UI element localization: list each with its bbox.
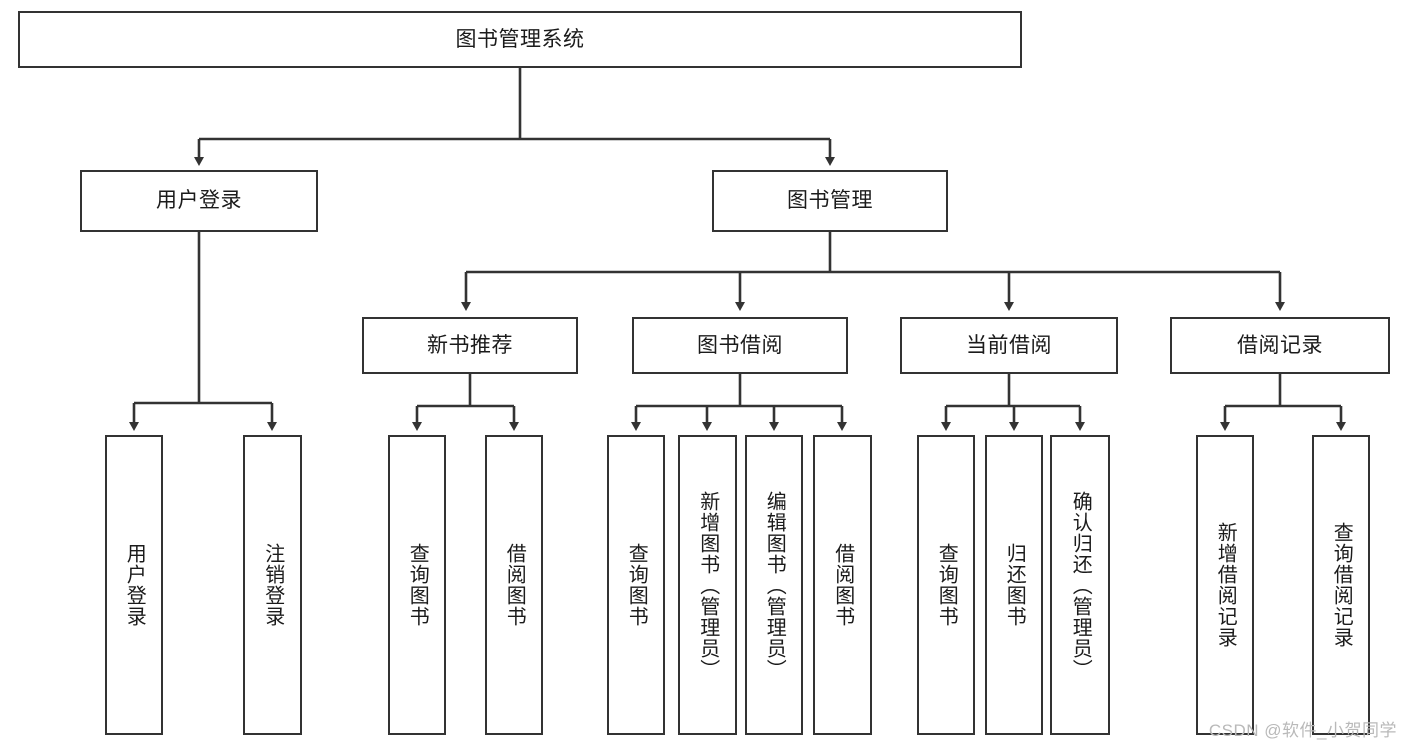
leaf-edit-book-admin[interactable]: 编辑图书（管理员） (745, 435, 803, 735)
leaf-add-borrow-record[interactable]: 新增借阅记录 (1196, 435, 1254, 735)
leaf-borrow-book-recommend-label: 借阅图书 (503, 543, 526, 627)
node-root-label: 图书管理系统 (455, 27, 585, 51)
leaf-user-login[interactable]: 用户登录 (105, 435, 163, 735)
csdn-watermark: CSDN @软件_小贺同学 (1208, 721, 1397, 740)
leaf-borrow-book[interactable]: 借阅图书 (813, 435, 872, 735)
leaf-query-book-recommend-label: 查询图书 (406, 543, 429, 627)
leaf-query-borrow-record-label: 查询借阅记录 (1330, 522, 1353, 648)
leaf-confirm-return-admin[interactable]: 确认归还（管理员） (1050, 435, 1110, 735)
leaf-logout-label: 注销登录 (261, 543, 284, 627)
leaf-add-book-admin[interactable]: 新增图书（管理员） (678, 435, 737, 735)
leaf-confirm-return-admin-label: 确认归还（管理员） (1069, 490, 1092, 680)
node-book-management-label: 图书管理 (787, 189, 873, 213)
node-borrow-record[interactable]: 借阅记录 (1170, 317, 1390, 374)
node-user-login-label: 用户登录 (156, 189, 242, 213)
leaf-borrow-book-recommend[interactable]: 借阅图书 (485, 435, 543, 735)
leaf-query-borrow-record[interactable]: 查询借阅记录 (1312, 435, 1370, 735)
node-current-borrow-label: 当前借阅 (966, 333, 1052, 357)
node-root[interactable]: 图书管理系统 (18, 11, 1022, 68)
node-book-borrow[interactable]: 图书借阅 (632, 317, 848, 374)
node-new-book-recommend-label: 新书推荐 (427, 333, 513, 357)
leaf-borrow-book-label: 借阅图书 (831, 543, 854, 627)
node-book-borrow-label: 图书借阅 (697, 333, 783, 357)
leaf-add-borrow-record-label: 新增借阅记录 (1214, 522, 1237, 648)
leaf-query-book-recommend[interactable]: 查询图书 (388, 435, 446, 735)
leaf-query-book-borrow[interactable]: 查询图书 (607, 435, 665, 735)
node-borrow-record-label: 借阅记录 (1237, 333, 1323, 357)
node-book-management[interactable]: 图书管理 (712, 170, 948, 232)
leaf-return-book-label: 归还图书 (1003, 543, 1026, 627)
leaf-query-book-current[interactable]: 查询图书 (917, 435, 975, 735)
leaf-query-book-borrow-label: 查询图书 (625, 543, 648, 627)
leaf-edit-book-admin-label: 编辑图书（管理员） (763, 490, 786, 680)
leaf-return-book[interactable]: 归还图书 (985, 435, 1043, 735)
leaf-logout[interactable]: 注销登录 (243, 435, 302, 735)
leaf-add-book-admin-label: 新增图书（管理员） (696, 490, 719, 680)
node-new-book-recommend[interactable]: 新书推荐 (362, 317, 578, 374)
leaf-user-login-label: 用户登录 (123, 543, 146, 627)
node-user-login[interactable]: 用户登录 (80, 170, 318, 232)
node-current-borrow[interactable]: 当前借阅 (900, 317, 1118, 374)
leaf-query-book-current-label: 查询图书 (935, 543, 958, 627)
